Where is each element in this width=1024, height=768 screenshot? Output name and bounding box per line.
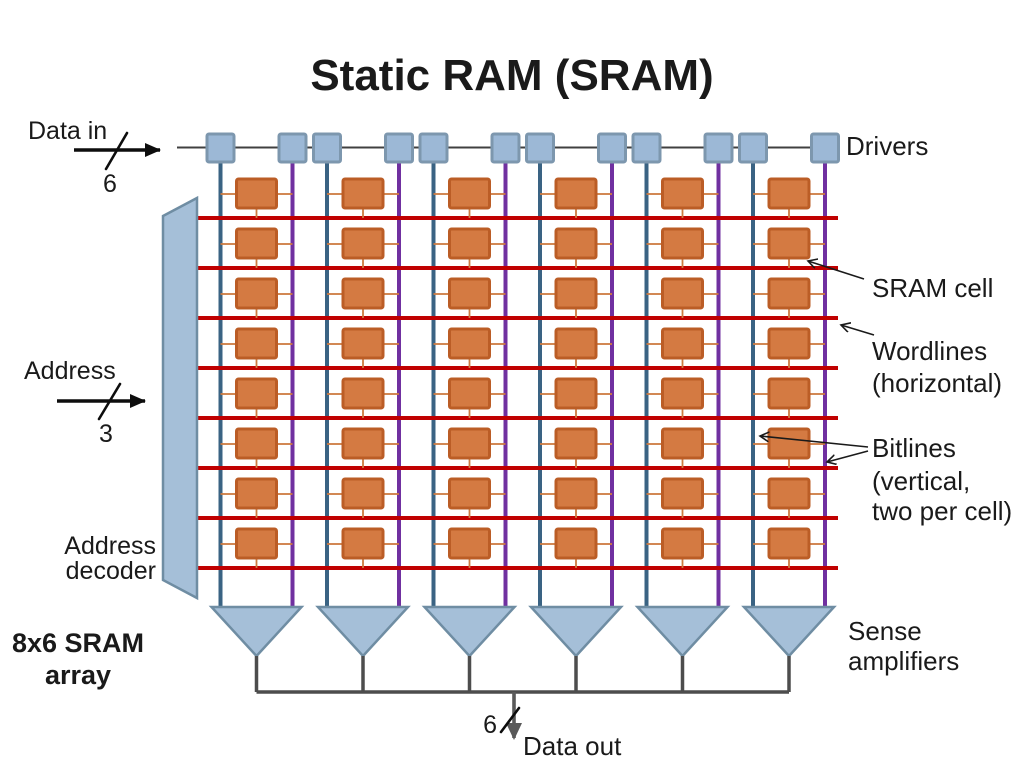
sram-cell — [661, 277, 704, 310]
driver-square — [312, 132, 342, 164]
sram-cell-pointer-arrow — [808, 261, 865, 280]
driver-square — [631, 132, 662, 164]
data-out-bus-slash — [499, 706, 521, 734]
driver-square — [525, 132, 555, 164]
address-bus-width: 3 — [99, 420, 113, 448]
sense-amplifiers-label-line2: amplifiers — [848, 646, 959, 676]
driver-square — [384, 132, 414, 164]
data-in-label: Data in — [28, 117, 107, 145]
sram-cell — [554, 177, 598, 210]
sram-cell — [661, 427, 704, 460]
driver-square — [418, 132, 449, 164]
sense-amp-triangle — [208, 605, 305, 658]
sram-cell — [661, 377, 704, 410]
sram-cell — [554, 477, 598, 510]
sense-amp-triangle — [528, 605, 624, 658]
sense-amp-triangle — [315, 605, 411, 658]
bitlines-pointer-arrow-purple — [827, 450, 869, 462]
driver-square — [205, 132, 236, 164]
sram-cell — [767, 477, 811, 510]
slide-title: Static RAM (SRAM) — [310, 51, 713, 100]
sram-cell — [448, 377, 491, 410]
sram-cell — [235, 277, 278, 310]
sram-cell — [341, 227, 385, 260]
sram-cell — [554, 277, 598, 310]
sram-cell — [235, 427, 278, 460]
data-in-bus-slash — [104, 131, 129, 171]
sram-cell — [448, 227, 491, 260]
wordlines-pointer-arrow — [841, 325, 875, 336]
sram-cell — [235, 227, 278, 260]
sense-amp-triangle — [421, 605, 518, 658]
sram-cell — [554, 377, 598, 410]
drivers-label: Drivers — [846, 131, 928, 161]
sram-cell — [554, 327, 598, 360]
sram-cell — [448, 327, 491, 360]
sram-cell — [661, 327, 704, 360]
sram-cell — [767, 527, 811, 560]
bitlines-sublabel-line2: two per cell) — [872, 496, 1012, 526]
sram-cell — [767, 377, 811, 410]
driver-square — [703, 132, 734, 164]
sram-cell — [341, 277, 385, 310]
address-decoder — [161, 195, 199, 601]
sram-cell — [235, 327, 278, 360]
sram-cell — [235, 177, 278, 210]
sram-cell — [448, 477, 491, 510]
sram-cell — [341, 177, 385, 210]
driver-square — [810, 132, 840, 164]
data-out-bus-width: 6 — [483, 711, 497, 739]
sram-cell — [661, 227, 704, 260]
sram-cell — [341, 427, 385, 460]
array-size-label-line1: 8x6 SRAM — [12, 628, 144, 658]
address-label: Address — [24, 357, 116, 385]
sram-cell — [661, 527, 704, 560]
data-out-label: Data out — [523, 731, 622, 761]
sram-cell — [341, 327, 385, 360]
sram-cell — [448, 177, 491, 210]
sram-cell — [341, 377, 385, 410]
sense-amplifiers-label-line1: Sense — [848, 616, 922, 646]
sram-cell — [448, 527, 491, 560]
driver-square — [277, 132, 308, 164]
sram-cell — [235, 477, 278, 510]
driver-square — [738, 132, 768, 164]
sram-cell — [661, 177, 704, 210]
sram-cell — [767, 277, 811, 310]
sram-cell — [767, 427, 811, 460]
sram-cell — [448, 277, 491, 310]
sram-cell — [767, 327, 811, 360]
sram-cell — [554, 427, 598, 460]
sram-cell — [554, 227, 598, 260]
data-in-bus-width: 6 — [103, 170, 117, 198]
sram-cell — [235, 377, 278, 410]
sram-cell — [767, 227, 811, 260]
sram-cell — [554, 527, 598, 560]
address-decoder-label-line1: Address — [64, 532, 156, 560]
sram-array — [161, 132, 840, 694]
address-bus-slash — [97, 382, 122, 421]
wordlines-label: Wordlines — [872, 336, 987, 366]
bitlines-pointer-arrow-blue — [760, 436, 869, 448]
wordlines-sublabel: (horizontal) — [872, 368, 1002, 398]
driver-square — [597, 132, 627, 164]
sram-cell — [235, 527, 278, 560]
driver-square — [490, 132, 521, 164]
sram-cell — [661, 477, 704, 510]
sram-cell — [448, 427, 491, 460]
sense-amp-triangle — [741, 605, 837, 658]
sram-cell-label: SRAM cell — [872, 273, 993, 303]
bitlines-label: Bitlines — [872, 433, 956, 463]
array-size-label-line2: array — [45, 660, 111, 690]
address-decoder-label-line2: decoder — [66, 557, 156, 585]
sram-cell — [341, 527, 385, 560]
sense-amp-triangle — [634, 605, 731, 658]
sram-cell — [767, 177, 811, 210]
bitlines-sublabel-line1: (vertical, — [872, 466, 970, 496]
sram-cell — [341, 477, 385, 510]
